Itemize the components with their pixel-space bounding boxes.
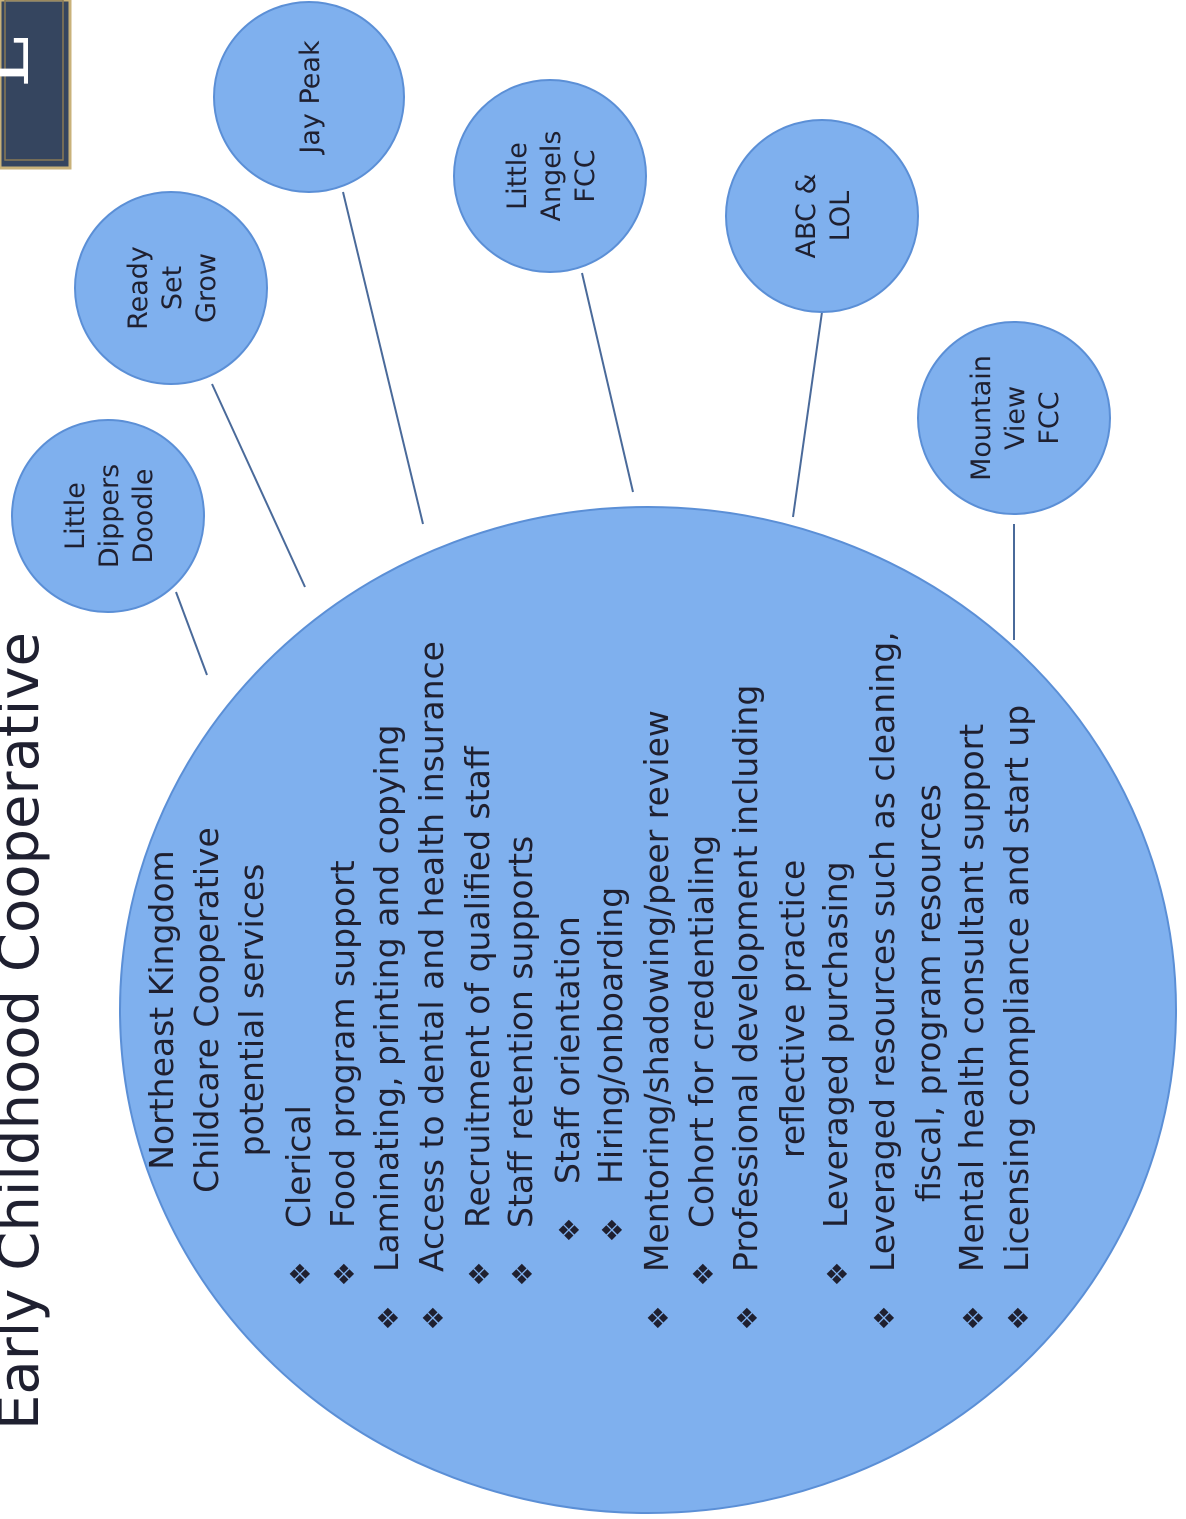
hub-line-text: Mental health consultant support — [952, 724, 991, 1272]
hub-line: ❖ Recruitment of qualified staff — [458, 745, 497, 1286]
hub-line-text: Childcare Cooperative — [187, 827, 226, 1193]
bullet-icon: ❖ — [1002, 1305, 1035, 1330]
bullet-icon: ❖ — [553, 1217, 586, 1242]
bullet-icon: ❖ — [284, 1261, 317, 1286]
satellite-label: LOL — [825, 191, 856, 241]
bullet-icon: ❖ — [868, 1305, 901, 1330]
hub-line-text: Recruitment of qualified staff — [458, 745, 497, 1228]
hub-line: Childcare Cooperative — [187, 827, 226, 1193]
satellite-bubble: ABC &LOL — [725, 119, 919, 313]
bullet-icon: ❖ — [328, 1261, 361, 1286]
hub-line: ❖ Laminating, printing and copying — [367, 725, 406, 1331]
hub-line: ❖ Cohort for credentialing — [682, 835, 721, 1287]
bullet-icon: ❖ — [687, 1261, 720, 1286]
bullet-icon: ❖ — [506, 1261, 539, 1286]
hub-line: ❖ Leveraged purchasing — [816, 861, 855, 1286]
hub-line-text: fiscal, program resources — [909, 784, 948, 1202]
hub-line-text: Mentoring/shadowing/peer review — [637, 710, 676, 1272]
satellite-label: Ready — [123, 246, 154, 330]
satellite-circle — [917, 321, 1111, 515]
connector-line — [342, 191, 424, 525]
satellite-circle — [213, 1, 405, 193]
hub-line: ❖ Staff retention supports — [501, 836, 540, 1287]
hub-line: ❖ Staff orientation — [548, 916, 587, 1242]
hub-line: fiscal, program resources — [909, 784, 948, 1202]
hub-line-text: Cohort for credentialing — [682, 835, 721, 1228]
hub-line: ❖ Mental health consultant support — [952, 724, 991, 1331]
bullet-icon: ❖ — [372, 1305, 405, 1330]
hub-line-text: Professional development including — [726, 685, 765, 1272]
hub-line-text: potential services — [232, 864, 271, 1157]
satellite-label: Doodle — [128, 468, 159, 563]
hub-line-text: Laminating, printing and copying — [367, 725, 406, 1272]
hub-line: ❖ Access to dental and health insurance — [412, 641, 451, 1330]
satellite-circle — [74, 191, 268, 385]
satellite-label: Grow — [191, 253, 222, 323]
satellite-label: Jay Peak — [295, 40, 326, 156]
logo: L — [0, 0, 72, 170]
hub-line-text: Access to dental and health insurance — [412, 641, 451, 1272]
hub-line-text: Food program support — [323, 860, 362, 1228]
satellite-label: Dippers — [94, 464, 125, 568]
connector-line — [581, 272, 634, 493]
hub-line: ❖ Leveraged resources such as cleaning, — [863, 631, 902, 1330]
connector-line — [792, 311, 823, 518]
connector-line — [211, 383, 306, 588]
satellite-bubble: Jay Peak — [213, 1, 405, 193]
satellite-label: Angels — [536, 131, 567, 222]
satellite-label: FCC — [570, 149, 601, 202]
hub-line: ❖ Mentoring/shadowing/peer review — [637, 710, 676, 1330]
hub-line-text: Licensing compliance and start up — [997, 705, 1036, 1272]
satellite-label: FCC — [1034, 391, 1065, 444]
logo-inner-border — [4, 0, 64, 161]
hub-line-text: Clerical — [279, 1105, 318, 1228]
hub-line: Northeast Kingdom — [142, 850, 181, 1169]
logo-frame — [0, 0, 72, 170]
hub-line-text: Leveraged purchasing — [816, 861, 855, 1228]
bullet-icon: ❖ — [642, 1305, 675, 1330]
hub-line: ❖ Licensing compliance and start up — [997, 705, 1036, 1331]
hub-line: ❖ Professional development including — [726, 685, 765, 1331]
satellite-label: View — [1000, 386, 1031, 450]
satellite-label: ABC & — [791, 173, 822, 258]
hub-line: ❖ Hiring/onboarding — [591, 887, 630, 1243]
connector-line — [175, 591, 208, 676]
satellite-label: Little — [60, 482, 91, 550]
hub-line: ❖ Food program support — [323, 860, 362, 1286]
satellite-label: Set — [157, 266, 188, 310]
satellite-label: Mountain — [966, 355, 997, 481]
bullet-icon: ❖ — [731, 1305, 764, 1330]
bullet-icon: ❖ — [957, 1305, 990, 1330]
hub-line-text: reflective practice — [773, 860, 812, 1158]
hub-line-text: Staff orientation — [548, 916, 587, 1184]
satellite-circle — [725, 119, 919, 313]
satellite-circle — [453, 79, 647, 273]
hub-line-text: Staff retention supports — [501, 836, 540, 1228]
hub-line: potential services — [232, 864, 271, 1157]
hub-line: reflective practice — [773, 860, 812, 1158]
hub-line-text: Northeast Kingdom — [142, 850, 181, 1169]
hub-line-text: Hiring/onboarding — [591, 887, 630, 1184]
bullet-icon: ❖ — [821, 1261, 854, 1286]
bullet-icon: ❖ — [463, 1261, 496, 1286]
connectors — [175, 191, 1015, 676]
satellite-label: Little — [502, 142, 533, 210]
hub-line-text: Leveraged resources such as cleaning, — [863, 631, 902, 1272]
logo-glyph: L — [0, 36, 47, 88]
bullet-icon: ❖ — [417, 1305, 450, 1330]
page-title: Early Childhood Cooperative — [0, 632, 52, 1430]
hub-circle — [119, 506, 1177, 1514]
hub-line: ❖ Clerical — [279, 1105, 318, 1286]
bullet-icon: ❖ — [596, 1217, 629, 1242]
satellite-circle — [11, 419, 205, 613]
